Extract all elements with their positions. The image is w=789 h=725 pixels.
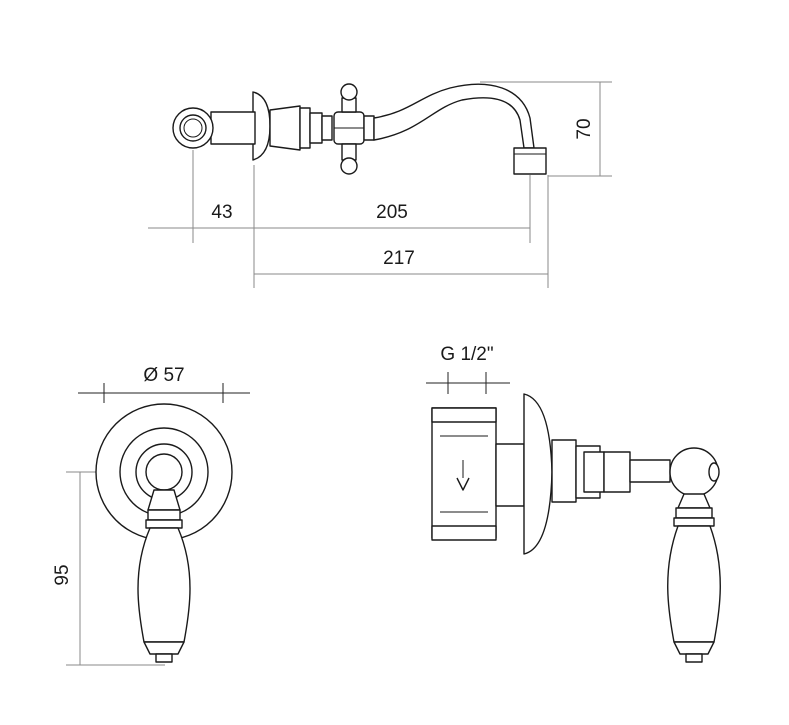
spout-collar bbox=[363, 115, 375, 141]
lever-ring-2 bbox=[145, 519, 183, 529]
cartridge-thread bbox=[583, 451, 605, 493]
lever-side-tip bbox=[673, 641, 715, 655]
lever-side-ring-1 bbox=[675, 507, 713, 519]
side-view: G 1/2" bbox=[426, 344, 721, 663]
cross-arm-bottom-knob bbox=[340, 157, 358, 175]
aerator bbox=[513, 147, 547, 175]
spindle bbox=[629, 459, 671, 483]
escutcheon-side bbox=[523, 393, 553, 555]
lever-ring-1 bbox=[147, 509, 181, 521]
lever-side-ring-2 bbox=[673, 517, 715, 527]
cartridge-body bbox=[551, 439, 577, 503]
cartridge-cap bbox=[603, 451, 631, 493]
valve-body bbox=[210, 111, 256, 145]
connector-block bbox=[495, 443, 525, 507]
inlet-connector-bore bbox=[183, 118, 203, 138]
lever-side-neck bbox=[677, 493, 711, 509]
collar-cone bbox=[269, 105, 301, 151]
spout bbox=[373, 83, 535, 149]
dim-70-label: 70 bbox=[574, 118, 595, 139]
flow-arrow-head bbox=[456, 477, 470, 491]
lever-end-cap bbox=[155, 653, 173, 663]
inlet-bottom-nut bbox=[431, 525, 497, 541]
dim-217-label: 217 bbox=[383, 248, 415, 269]
collar-small bbox=[321, 115, 333, 141]
lever-ball-screw bbox=[708, 462, 720, 482]
inlet-top-nut bbox=[431, 407, 497, 423]
lever-tip bbox=[143, 641, 185, 655]
dim-thread-label: G 1/2" bbox=[440, 344, 493, 365]
dim-205-label: 205 bbox=[376, 202, 408, 223]
front-view: Ø 57 95 bbox=[52, 365, 250, 666]
lever-side-end-cap bbox=[685, 653, 703, 663]
dim-43-label: 43 bbox=[211, 202, 232, 223]
inlet-body bbox=[431, 407, 497, 539]
hub-center bbox=[145, 453, 183, 491]
lever-neck bbox=[147, 489, 181, 511]
cross-arm-top-knob bbox=[340, 83, 358, 101]
lever-handle bbox=[137, 527, 191, 643]
dim-diameter-label: Ø 57 bbox=[143, 365, 184, 386]
top-view: 43 205 217 70 bbox=[148, 81, 612, 288]
lever-side-handle bbox=[667, 525, 721, 643]
dim-95-label: 95 bbox=[52, 564, 73, 585]
collar-nut bbox=[309, 112, 323, 144]
collar-ring bbox=[299, 107, 311, 149]
